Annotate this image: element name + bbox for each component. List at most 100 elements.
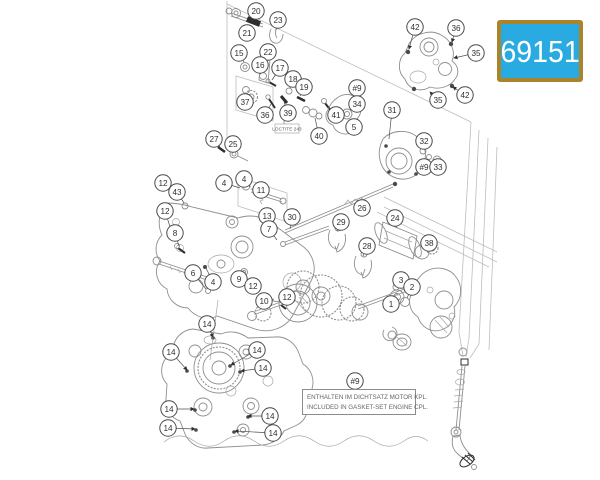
callout-40[interactable]: 40	[310, 117, 328, 145]
svg-text:12: 12	[248, 282, 258, 291]
svg-text:12: 12	[158, 179, 168, 188]
callout-11[interactable]: 11	[252, 181, 270, 199]
callout-9[interactable]: #9	[346, 372, 364, 390]
callout-19[interactable]: 19	[295, 78, 313, 97]
callout-6[interactable]: 6	[184, 264, 207, 290]
callout-14[interactable]: 14	[160, 400, 195, 418]
svg-text:22: 22	[263, 48, 273, 57]
callout-9[interactable]: #9	[415, 158, 433, 176]
svg-text:35: 35	[433, 96, 443, 105]
callout-36[interactable]: 36	[447, 19, 465, 43]
callout-22[interactable]: 22	[259, 43, 277, 61]
callout-5[interactable]: 5	[345, 118, 363, 136]
svg-text:14: 14	[265, 412, 275, 421]
svg-text:#9: #9	[419, 163, 429, 172]
callout-4[interactable]: 4	[235, 170, 253, 188]
svg-text:8: 8	[173, 229, 178, 238]
fiche-number-badge: 69151	[497, 20, 583, 82]
svg-text:4: 4	[211, 278, 216, 287]
svg-text:4: 4	[222, 179, 227, 188]
callout-12[interactable]: 12	[278, 288, 296, 306]
callout-30[interactable]: 30	[283, 208, 301, 230]
callout-35[interactable]: 35	[453, 44, 485, 62]
callout-8[interactable]: 8	[166, 224, 184, 247]
callout-34[interactable]: 34	[348, 95, 366, 113]
callout-26[interactable]: 26	[353, 199, 371, 217]
svg-text:14: 14	[252, 346, 262, 355]
gasket-note-box: ENTHALTEN IM DICHTSATZ MOTOR KPL. INCLUD…	[302, 389, 428, 416]
svg-text:6: 6	[191, 269, 196, 278]
callout-4[interactable]: 4	[204, 267, 222, 291]
callout-14[interactable]: 14	[230, 341, 266, 366]
callout-20[interactable]: 20	[247, 2, 265, 21]
callout-42[interactable]: 42	[452, 86, 474, 104]
svg-text:12: 12	[160, 207, 170, 216]
svg-text:36: 36	[260, 111, 270, 120]
callout-14[interactable]: 14	[234, 424, 282, 442]
callout-32[interactable]: 32	[415, 132, 433, 150]
svg-text:9: 9	[237, 275, 242, 284]
callout-1[interactable]: 1	[382, 295, 400, 313]
svg-text:14: 14	[258, 364, 268, 373]
callout-31[interactable]: 31	[383, 101, 401, 140]
svg-text:24: 24	[390, 214, 400, 223]
callout-41[interactable]: 41	[327, 106, 345, 124]
callout-25[interactable]: 25	[224, 135, 242, 153]
callout-12[interactable]: 12	[244, 277, 262, 295]
callout-14[interactable]: 14	[247, 407, 279, 425]
svg-text:16: 16	[255, 61, 265, 70]
callout-7[interactable]: 7	[260, 220, 278, 241]
svg-text:14: 14	[164, 405, 174, 414]
callout-14[interactable]: 14	[159, 419, 196, 437]
svg-text:25: 25	[228, 140, 238, 149]
callout-12[interactable]: 12	[154, 174, 172, 192]
svg-text:27: 27	[209, 135, 219, 144]
callout-35[interactable]: 35	[429, 91, 447, 109]
callout-13[interactable]: 13	[258, 207, 276, 225]
svg-text:#9: #9	[352, 84, 362, 93]
svg-text:34: 34	[352, 100, 362, 109]
callout-9[interactable]: 9	[230, 270, 248, 288]
callout-36[interactable]: 36	[256, 103, 274, 124]
callout-38[interactable]: 38	[420, 234, 438, 252]
svg-text:13: 13	[262, 212, 272, 221]
callout-16[interactable]: 16	[251, 56, 269, 74]
callout-4[interactable]: 4	[215, 174, 241, 192]
svg-text:5: 5	[352, 123, 357, 132]
svg-text:12: 12	[282, 293, 292, 302]
svg-text:40: 40	[314, 132, 324, 141]
callout-2[interactable]: 2	[403, 278, 421, 299]
svg-text:18: 18	[288, 75, 298, 84]
callout-14[interactable]: 14	[162, 343, 188, 371]
callout-39[interactable]: 39	[279, 101, 297, 122]
callout-15[interactable]: 15	[230, 44, 248, 63]
callout-24[interactable]: 24	[386, 209, 404, 229]
callout-9[interactable]: #9	[348, 79, 366, 97]
callout-43[interactable]: 43	[168, 183, 186, 204]
fiche-number: 69151	[500, 33, 580, 69]
bottom-case-group	[161, 299, 314, 449]
callout-21[interactable]: 21	[238, 24, 256, 42]
callout-14[interactable]: 14	[198, 315, 216, 338]
callout-27[interactable]: 27	[205, 130, 223, 148]
callout-10[interactable]: 10	[255, 292, 275, 310]
svg-text:14: 14	[163, 424, 173, 433]
callout-33[interactable]: 33	[429, 158, 447, 176]
callout-23[interactable]: 23	[269, 11, 287, 31]
callout-12[interactable]: 12	[156, 202, 174, 234]
svg-text:17: 17	[275, 64, 285, 73]
callout-37[interactable]: 37	[236, 93, 254, 111]
svg-text:42: 42	[460, 91, 470, 100]
callout-42[interactable]: 42	[406, 18, 424, 50]
svg-text:14: 14	[268, 429, 278, 438]
svg-text:37: 37	[240, 98, 250, 107]
callout-14[interactable]: 14	[240, 359, 272, 377]
callout-17[interactable]: 17	[271, 59, 289, 81]
svg-text:35: 35	[471, 49, 481, 58]
callout-29[interactable]: 29	[332, 213, 350, 232]
svg-text:10: 10	[259, 297, 269, 306]
svg-text:4: 4	[242, 175, 247, 184]
gear-lever-group	[450, 347, 477, 470]
callout-28[interactable]: 28	[358, 237, 376, 257]
